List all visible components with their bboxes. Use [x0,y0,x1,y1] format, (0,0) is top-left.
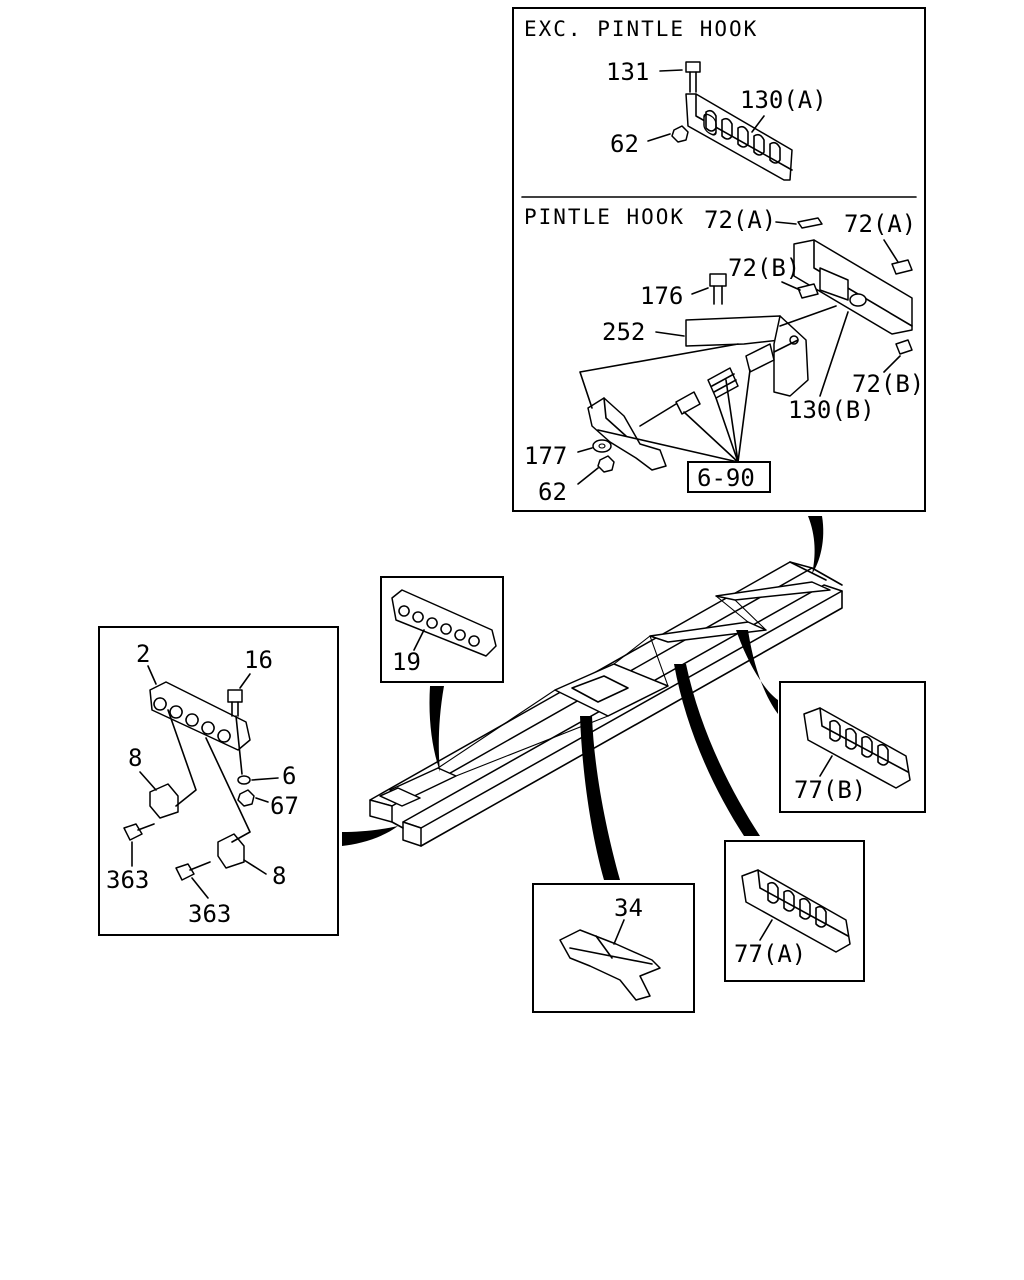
label-8-a: 8 [128,744,142,772]
chassis-frame [369,561,843,847]
shaft-parts [639,339,799,427]
pintle-hook-body [587,397,667,471]
label-252: 252 [602,318,645,346]
panel-front-crossmember: 2 16 8 6 67 363 8 363 [98,626,339,936]
panel-34: 34 [532,883,695,1013]
callout-77b [736,630,778,714]
label-77a: 77(A) [734,940,806,968]
bracket-8-a [149,783,179,819]
nut-67 [237,789,255,807]
label-176: 176 [640,282,683,310]
label-72b-1: 72(B) [728,254,800,282]
label-16: 16 [244,646,273,674]
pintle-hook-panel: EXC. PINTLE HOOK 131 130(A) 62 PINTLE HO [512,7,926,512]
callout-pintle-panel [808,516,824,574]
label-177: 177 [524,442,567,470]
label-62-top: 62 [610,130,639,158]
plate-72a-1 [797,217,823,229]
bolt-176 [709,273,727,305]
nut-62-mid [597,455,615,473]
label-131: 131 [606,58,649,86]
bracket-252 [685,315,809,397]
callout-77a [674,664,760,836]
label-62-mid: 62 [538,478,567,506]
label-34: 34 [614,894,643,922]
bracket-8-b [217,833,245,869]
label-130b: 130(B) [788,396,875,424]
label-6: 6 [282,762,296,790]
label-363-a: 363 [106,866,149,894]
panel-77b: 77(B) [779,681,926,813]
callout-left-panel [342,826,398,846]
bolt-131 [685,61,701,93]
pintle-hook-title: PINTLE HOOK [524,205,685,229]
crossmember-130a [685,93,793,181]
label-8-b: 8 [272,862,286,890]
label-72b-2: 72(B) [852,370,924,398]
plate-72b-2 [895,339,913,355]
label-72a-1: 72(A) [704,206,776,234]
label-67: 67 [270,792,299,820]
plate-72b-1 [797,283,819,299]
plate-72a-2 [891,259,913,275]
panel-77a: 77(A) [724,840,865,982]
bolt-363-a [123,823,155,841]
reference-box [687,461,771,493]
label-72a-2: 72(A) [844,210,916,238]
callout-pointers [342,516,824,880]
callout-34 [580,716,620,880]
label-363-b: 363 [188,900,231,928]
washer-177 [592,439,612,453]
crossmember-130b [793,239,913,335]
label-19: 19 [392,648,421,676]
nut-62-top [671,125,689,143]
crossmember-2 [149,681,251,751]
bolt-16 [227,689,243,717]
label-2: 2 [136,640,150,668]
washer-6 [237,775,251,785]
panel-19: 19 [380,576,504,683]
label-77b: 77(B) [794,776,866,804]
bolt-363-b [175,861,211,881]
callout-19 [429,686,444,772]
label-130a: 130(A) [740,86,827,114]
exc-pintle-hook-title: EXC. PINTLE HOOK [524,17,758,41]
reference-6-90: 6-90 [697,464,755,492]
